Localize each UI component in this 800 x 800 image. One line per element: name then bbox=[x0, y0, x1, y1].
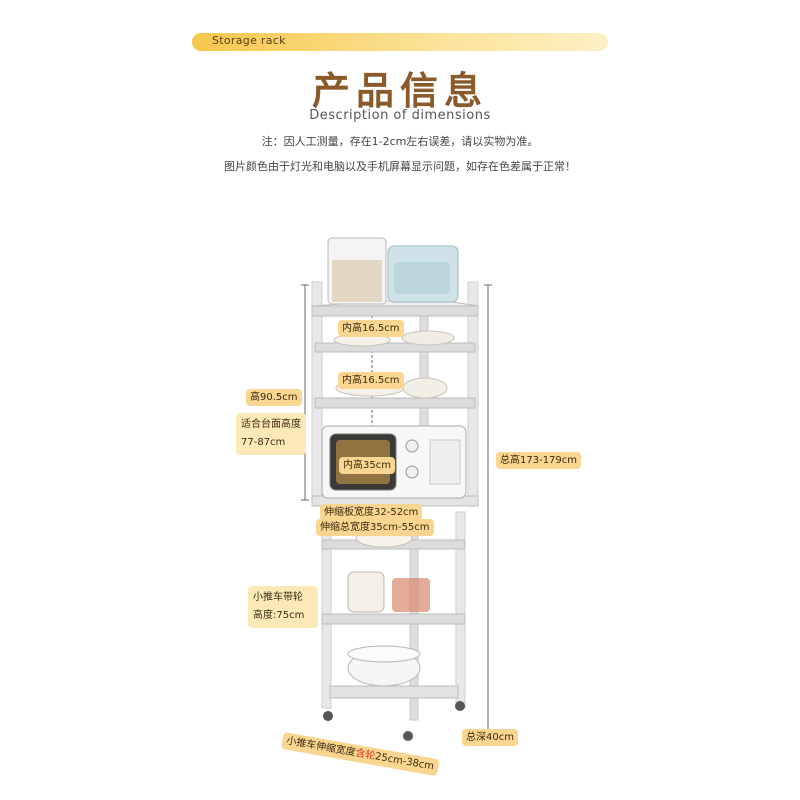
page-subtitle: Description of dimensions bbox=[309, 108, 491, 123]
counter-fit-label: 适合台面高度 bbox=[241, 419, 301, 430]
cart-label: 小推车带轮 bbox=[253, 592, 303, 603]
top-containers bbox=[327, 237, 459, 305]
tag-extend-total-width: 伸缩总宽度35cm-55cm bbox=[316, 519, 434, 536]
tag-inner-height-mid: 内高16.5cm bbox=[338, 372, 404, 389]
note-line-2: 图片颜色由于灯光和电脑以及手机屏幕显示问题，如存在色差属于正常！ bbox=[224, 160, 576, 173]
tag-total-depth: 总深40cm bbox=[462, 729, 518, 746]
header-banner bbox=[192, 33, 608, 51]
cart-wheels bbox=[323, 701, 465, 741]
tag-height-upper: 高90.5cm bbox=[246, 389, 302, 406]
tag-inner-height-microwave: 内高35cm bbox=[339, 457, 395, 474]
tag-counter-fit: 适合台面高度 77-87cm bbox=[236, 413, 306, 455]
cart-width-highlight: 含轮 bbox=[354, 747, 377, 763]
note-line-1: 注：因人工测量，存在1-2cm左右误差，请以实物为准。 bbox=[261, 135, 539, 148]
tag-inner-height-top: 内高16.5cm bbox=[338, 320, 404, 337]
page-title: 产品信息 bbox=[311, 69, 488, 113]
tag-extend-board-width: 伸缩板宽度32-52cm bbox=[320, 504, 423, 521]
banner-label: Storage rack bbox=[212, 34, 286, 47]
lower-cart-frame bbox=[321, 511, 466, 721]
tag-total-height: 总高173-179cm bbox=[496, 452, 582, 469]
tag-cart: 小推车带轮 高度:75cm bbox=[248, 586, 318, 628]
cart-height: 高度:75cm bbox=[253, 610, 305, 621]
counter-fit-value: 77-87cm bbox=[241, 437, 286, 448]
